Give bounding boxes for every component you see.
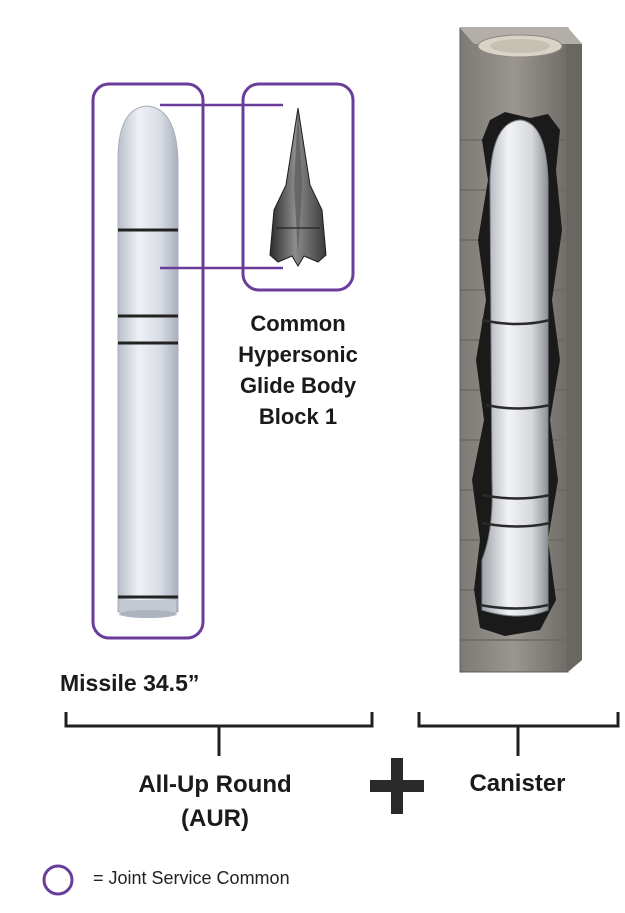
glide-body-label-line-2: Hypersonic [238, 342, 358, 367]
missile-joint-service-outline [91, 82, 205, 640]
aur-label-line-2: (AUR) [181, 805, 249, 832]
canister-label: Canister [469, 770, 566, 797]
glide-body-label-line-4: Block 1 [258, 404, 338, 429]
aur-bracket [64, 712, 374, 756]
missile-length-label: Missile 34.5” [60, 670, 200, 696]
glide-body-connector-lines [160, 103, 283, 270]
aur-label: All-Up Round (AUR) [110, 768, 320, 836]
legend-purple-circle-icon [42, 864, 74, 896]
glide-body-vehicle [269, 107, 327, 267]
legend-text: = Joint Service Common [93, 868, 290, 888]
missile-stage-bands [118, 228, 178, 599]
glide-body-label-line-3: Glide Body [239, 373, 357, 398]
glide-body-label: Common Hypersonic Glide Body Block 1 [218, 308, 378, 432]
glide-body-joint-service-outline [241, 82, 355, 292]
canister-missile [481, 119, 549, 617]
plus-icon [370, 758, 424, 814]
missile-body [117, 105, 179, 618]
glide-body-label-line-1: Common [250, 311, 346, 336]
aur-label-line-1: All-Up Round [138, 771, 292, 798]
canister [459, 27, 582, 673]
canister-bracket [417, 712, 620, 756]
